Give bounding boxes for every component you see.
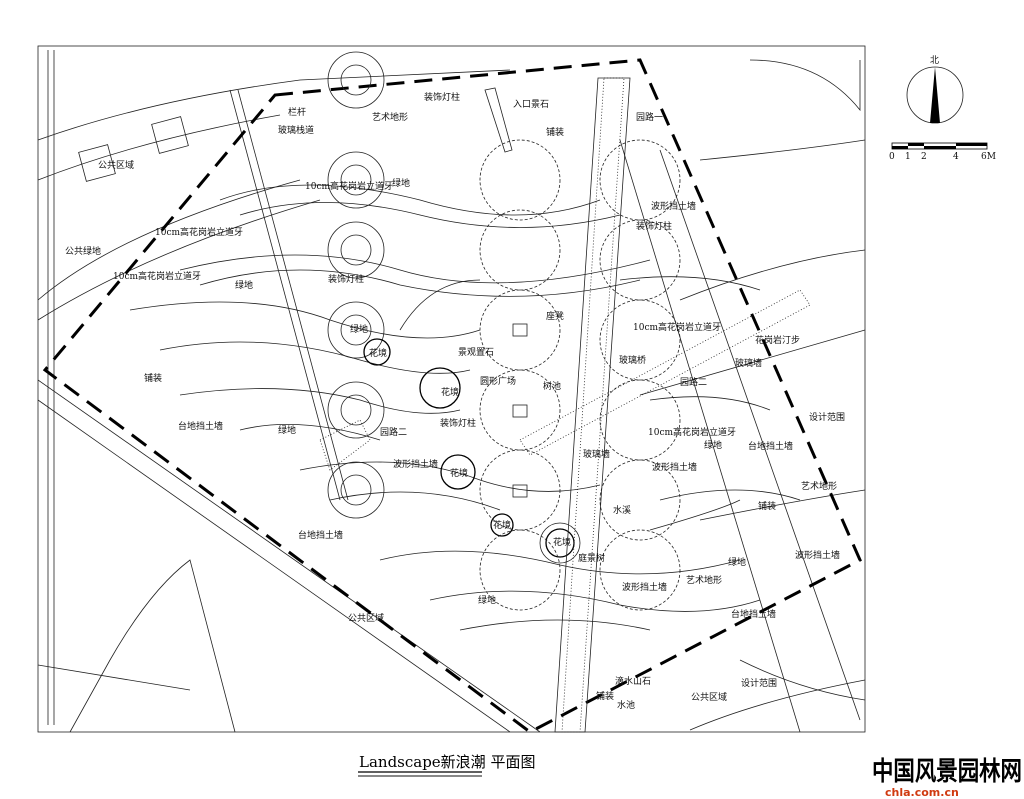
label: 艺术地形 xyxy=(686,574,722,586)
label: 台地挡土墙 xyxy=(298,529,343,541)
label: 入口景石 xyxy=(513,99,549,110)
label: 铺装 xyxy=(546,126,564,138)
label: 10cm高花岗岩立道牙 xyxy=(305,180,393,192)
label: 波形挡土墙 xyxy=(795,549,840,561)
scale-bar: 0 1 2 4 6M xyxy=(889,142,996,162)
label: 栏杆 xyxy=(288,106,306,118)
label: 装饰灯柱 xyxy=(636,220,672,232)
label: 玻璃桥 xyxy=(619,354,646,366)
label: 花境 xyxy=(450,467,468,479)
north-label: 北 xyxy=(930,55,939,66)
label: 装饰灯柱 xyxy=(440,417,476,429)
label: 装饰灯柱 xyxy=(424,91,460,103)
label: 10cm高花岗岩立道牙 xyxy=(113,270,201,282)
scale-tick: 0 xyxy=(889,152,895,162)
label: 庭景树 xyxy=(578,552,605,564)
label: 铺装 xyxy=(596,690,614,702)
label: 圆形广场 xyxy=(480,375,516,387)
label: 座凳 xyxy=(546,310,564,322)
label: 花境 xyxy=(553,536,571,548)
scale-tick: 4 xyxy=(953,152,959,162)
label: 铺装 xyxy=(758,500,776,512)
north-arrow-icon xyxy=(930,67,940,123)
label: 绿地 xyxy=(478,594,496,606)
label: 10cm高花岗岩立道牙 xyxy=(648,426,736,438)
label: 波形挡土墙 xyxy=(622,581,667,593)
logo-site: chla.com.cn xyxy=(885,786,959,799)
drawing-title-block: Landscape新浪潮 平面图 xyxy=(358,753,535,777)
label: 铺装 xyxy=(144,372,162,384)
label: 花境 xyxy=(441,386,459,398)
label: 波形挡土墙 xyxy=(393,458,438,470)
label: 公共区域 xyxy=(691,691,727,703)
label: 绿地 xyxy=(392,177,410,189)
label: 10cm高花岗岩立道牙 xyxy=(633,321,721,333)
label: 绿地 xyxy=(278,424,296,436)
label: 滴水山石 xyxy=(615,675,651,687)
label: 台地挡土墙 xyxy=(178,420,223,432)
label: 花境 xyxy=(369,347,387,359)
label: 玻璃墙 xyxy=(735,357,762,369)
wave-terraces xyxy=(129,184,801,631)
label: 花岗岩汀步 xyxy=(755,334,800,346)
label: 水溪 xyxy=(613,504,631,516)
label: 装饰灯柱 xyxy=(328,273,364,285)
label: 波形挡土墙 xyxy=(652,461,697,473)
label: 园路一 xyxy=(636,111,663,123)
plan-labels: 装饰灯柱 入口景石 园路一 栏杆 玻璃栈道 艺术地形 铺装 公共区域 10cm高… xyxy=(65,91,845,711)
label: 园路二 xyxy=(680,376,707,388)
label: 园路二 xyxy=(380,426,407,438)
site-lines xyxy=(37,50,866,733)
label: 设计范围 xyxy=(741,677,777,689)
label: 公共区域 xyxy=(348,612,384,624)
label: 树池 xyxy=(543,380,561,392)
drawing-title: Landscape新浪潮 平面图 xyxy=(359,753,535,771)
logo-text: 中国风景园林网 xyxy=(872,757,1022,787)
glass-boardwalk xyxy=(319,77,811,733)
label: 设计范围 xyxy=(809,411,845,423)
label: 公共绿地 xyxy=(65,245,101,257)
label: 玻璃栈道 xyxy=(278,124,314,136)
site-watermark-logo: 中国风景园林网 chla.com.cn xyxy=(872,757,1022,799)
label: 花境 xyxy=(493,519,511,531)
label: 水池 xyxy=(617,699,635,711)
label: 台地挡土墙 xyxy=(731,608,776,620)
design-boundary xyxy=(42,58,862,734)
label: 景观置石 xyxy=(458,347,494,358)
label: 绿地 xyxy=(728,556,746,568)
label: 艺术地形 xyxy=(372,111,408,123)
label: 台地挡土墙 xyxy=(748,440,793,452)
label: 艺术地形 xyxy=(801,480,837,492)
label: 玻璃墙 xyxy=(583,448,610,460)
label: 绿地 xyxy=(350,323,368,335)
scale-tick: 1 xyxy=(905,152,911,162)
label: 10cm高花岗岩立道牙 xyxy=(155,226,243,238)
scale-tick: 6M xyxy=(981,152,996,162)
scale-tick: 2 xyxy=(921,152,927,162)
drawing-frame xyxy=(37,45,866,733)
label: 绿地 xyxy=(704,439,722,451)
north-compass: 北 xyxy=(906,55,964,124)
planting-circles xyxy=(327,51,681,611)
label: 绿地 xyxy=(235,279,253,291)
label: 波形挡土墙 xyxy=(651,200,696,212)
label: 公共区域 xyxy=(98,159,134,171)
